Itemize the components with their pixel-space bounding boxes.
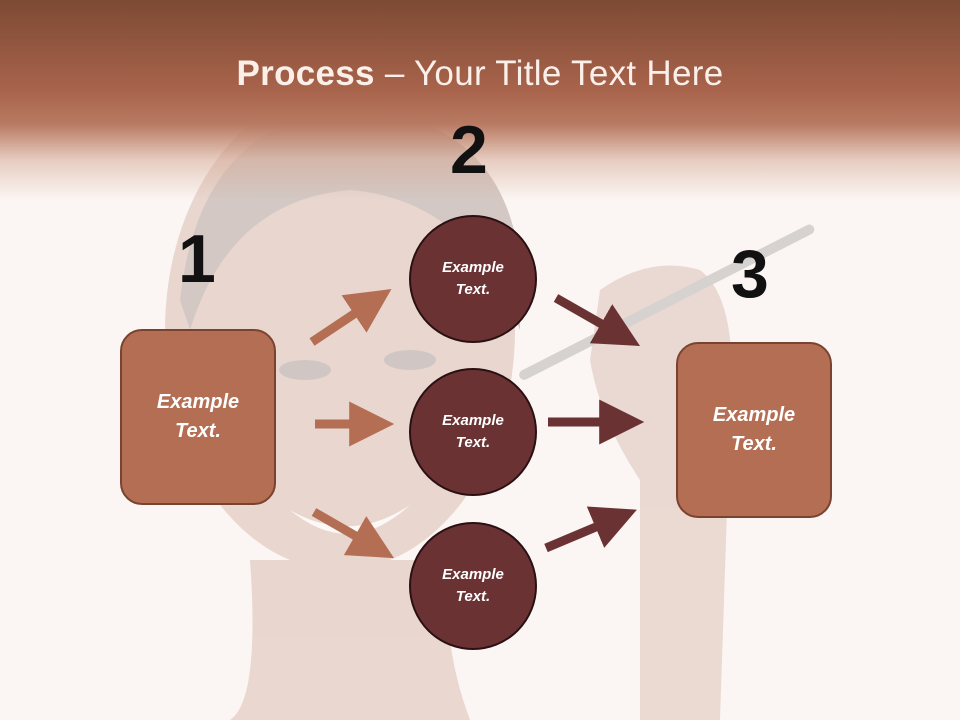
step-number-2: 2 [450, 112, 488, 188]
step-number-1: 1 [178, 221, 216, 297]
header-band [0, 0, 960, 200]
circle-bottom-label: Example Text. [442, 565, 504, 606]
arrow-to-circle-bottom [311, 508, 395, 559]
step-1-box: Example Text. [120, 329, 276, 505]
arrow-to-circle-top [309, 289, 392, 346]
title-strong: Process [236, 54, 375, 93]
circle-bottom: Example Text. [409, 522, 537, 650]
step-number-3: 3 [731, 236, 769, 312]
step-3-box: Example Text. [676, 342, 832, 518]
title-rest: – Your Title Text Here [374, 54, 724, 93]
step-3-box-label: Example Text. [712, 404, 796, 455]
arrow-from-circle-top [553, 294, 641, 347]
circle-middle-label: Example Text. [442, 411, 504, 452]
circle-middle: Example Text. [409, 368, 537, 496]
step-1-box-label: Example Text. [156, 391, 240, 442]
page-title: Process – Your Title Text Here [0, 54, 960, 94]
circle-top-label: Example Text. [442, 258, 504, 299]
circle-top: Example Text. [409, 215, 537, 343]
arrow-from-circle-bottom [544, 506, 637, 553]
